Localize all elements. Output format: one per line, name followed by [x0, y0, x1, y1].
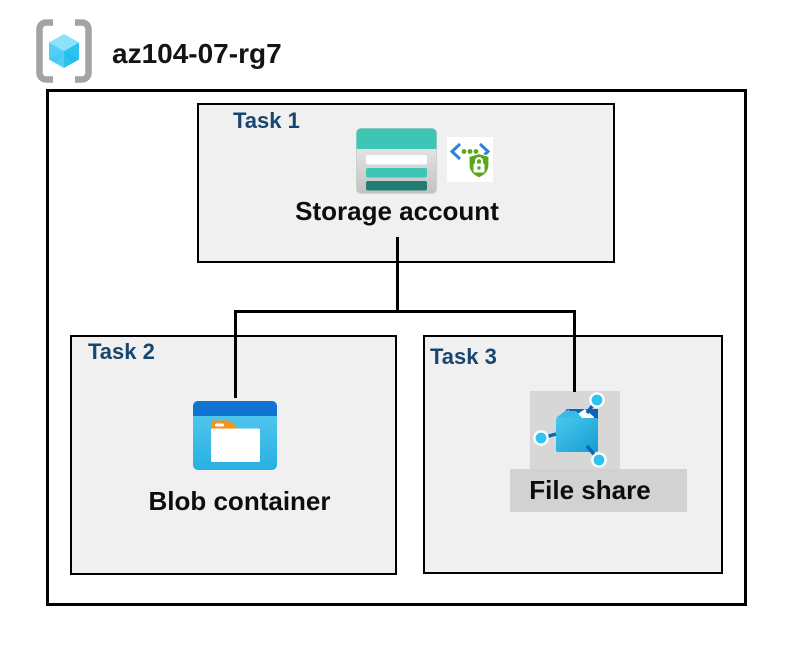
storage-account-label: Storage account — [295, 196, 499, 226]
blob-container-icon — [193, 401, 277, 470]
connector-to-blob — [234, 310, 237, 398]
file-share-label-background — [510, 469, 687, 512]
task1-label: Task 1 — [233, 108, 300, 133]
task3-label: Task 3 — [430, 344, 497, 369]
resource-group-icon — [36, 19, 92, 83]
connector-to-fileshare — [573, 310, 576, 392]
task2-label: Task 2 — [88, 339, 155, 364]
storage-account-icon — [356, 128, 437, 194]
file-share-label: File share — [529, 475, 651, 505]
resource-group-name: az104-07-rg7 — [112, 38, 282, 69]
secure-access-icon — [447, 137, 493, 182]
blob-container-label: Blob container — [148, 486, 331, 516]
file-share-icon — [533, 392, 607, 468]
connector-storage-stem — [396, 237, 399, 312]
connector-branch — [234, 310, 576, 313]
